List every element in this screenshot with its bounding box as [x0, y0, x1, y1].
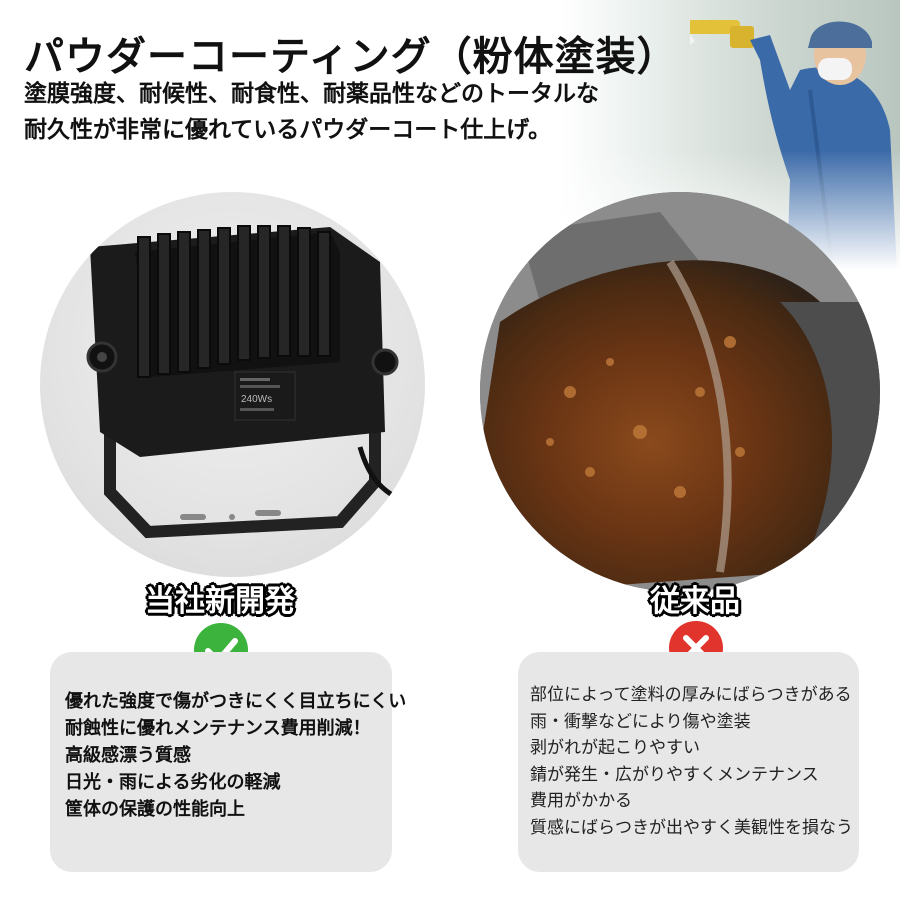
issue-item: 錆が発生・広がりやすくメンテナンス: [530, 764, 819, 785]
feature-item: 優れた強度で傷がつきにくく目立ちにくい: [65, 691, 407, 712]
issue-item: 費用がかかる: [530, 791, 632, 811]
conventional-issues-box: 部位によって塗料の厚みにばらつきがある 雨・衝撃などにより傷や塗装 剥がれが起こ…: [518, 652, 859, 872]
conventional-label: 従来品: [650, 584, 740, 619]
product-photo-circle: 240Ws: [40, 192, 425, 577]
floodlight-image: 240Ws: [86, 225, 407, 539]
page-subtitle: 塗膜強度、耐候性、耐食性、耐薬品性などのトータルな 耐久性が非常に優れているパウ…: [24, 76, 684, 148]
issue-item: 部位によって塗料の厚みにばらつきがある: [530, 685, 852, 705]
issue-item: 雨・衝撃などにより傷や塗装: [530, 711, 751, 732]
page-title: パウダーコーティング（粉体塗装）: [24, 34, 678, 80]
product-label: 当社新開発: [145, 584, 295, 619]
conventional-photo-circle: [480, 192, 880, 592]
subtitle-line: 耐久性が非常に優れているパウダーコート仕上げ。: [24, 117, 552, 143]
subtitle-line: 塗膜強度、耐候性、耐食性、耐薬品性などのトータルな: [24, 81, 599, 107]
product-features-box: 優れた強度で傷がつきにくく目立ちにくい 耐蝕性に優れメンテナンス費用削減！ 高級…: [50, 652, 407, 872]
issue-item: 剥がれが起こりやすい: [530, 738, 700, 758]
feature-item: 日光・雨による劣化の軽減: [65, 772, 281, 793]
spec-label: 240Ws: [241, 394, 272, 405]
feature-item: 高級感漂う質感: [65, 745, 191, 766]
feature-item: 筐体の保護の性能向上: [65, 799, 245, 820]
issue-item: 質感にばらつきが出やすく美観性を損なう: [530, 817, 853, 838]
rusty-fixture-image: [480, 192, 880, 592]
feature-item: 耐蝕性に優れメンテナンス費用削減！: [65, 718, 371, 739]
